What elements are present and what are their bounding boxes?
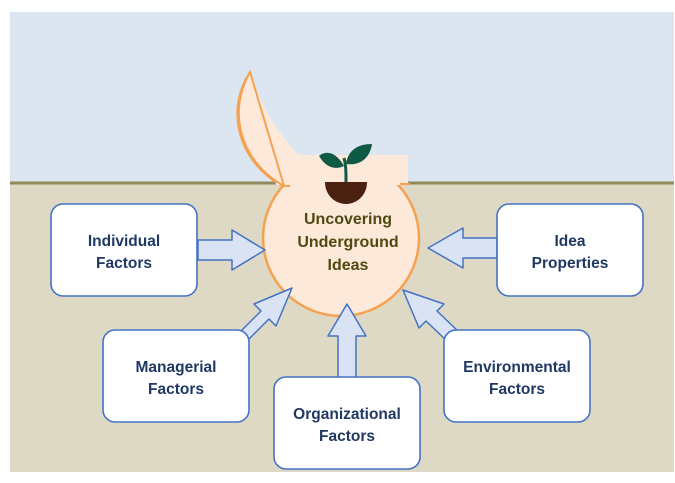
box-environmental-line1: Environmental: [463, 359, 571, 376]
box-organizational: Organizational Factors: [273, 376, 421, 470]
box-individual-line2: Factors: [96, 255, 152, 272]
box-environmental: Environmental Factors: [443, 329, 591, 423]
sprout-leaf-right: [346, 144, 372, 165]
bubble-wedge: [242, 72, 341, 186]
box-individual: Individual Factors: [50, 203, 198, 297]
box-organizational-line2: Factors: [319, 428, 375, 445]
box-environmental-line2: Factors: [489, 381, 545, 398]
arrow-idea: [427, 227, 498, 269]
box-managerial-line1: Managerial: [136, 359, 217, 376]
box-idea-line2: Properties: [532, 255, 609, 272]
box-managerial-line2: Factors: [148, 381, 204, 398]
arrows: [197, 227, 498, 379]
sprout-icon: [319, 144, 372, 204]
sprout-leaf-left: [319, 152, 344, 168]
arrow-organizational: [327, 303, 367, 379]
sky-background: [10, 12, 674, 183]
box-managerial: Managerial Factors: [102, 329, 250, 423]
arrow-individual: [197, 229, 266, 271]
center-label-line3: Ideas: [328, 257, 369, 274]
box-environmental-frame: [443, 329, 591, 423]
box-organizational-line1: Organizational: [293, 406, 401, 423]
center-label-line2: Underground: [297, 234, 398, 251]
sprout-soil: [325, 182, 367, 204]
sprout-stem: [342, 157, 348, 183]
center-label-line1: Uncovering: [304, 211, 392, 228]
box-individual-frame: [50, 203, 198, 297]
box-idea: Idea Properties: [496, 203, 644, 297]
box-idea-frame: [496, 203, 644, 297]
bubble-edge-left: [249, 71, 285, 187]
box-managerial-frame: [102, 329, 250, 423]
box-organizational-frame: [273, 376, 421, 470]
box-individual-line1: Individual: [88, 233, 160, 250]
bubble-edge-curve: [237, 71, 285, 187]
box-idea-line1: Idea: [554, 233, 585, 250]
